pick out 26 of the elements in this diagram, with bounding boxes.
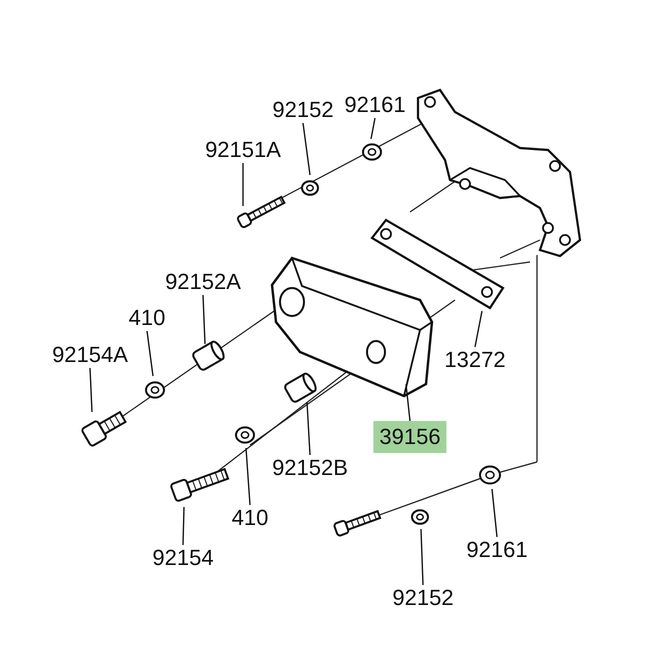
leader-line <box>491 488 498 538</box>
part-number: 92151A <box>203 137 283 163</box>
leader-line <box>182 506 185 546</box>
part-number: 410 <box>230 505 270 531</box>
highlighted-part-number: 39156 <box>373 421 447 453</box>
part-number: 92161 <box>342 92 408 118</box>
leader-line <box>242 163 244 206</box>
leader-line <box>89 368 93 412</box>
part-number: 13272 <box>442 347 508 373</box>
part-number: 92154 <box>150 545 216 571</box>
leader-line <box>245 448 251 506</box>
leader-line <box>146 330 154 376</box>
leader-line <box>405 384 411 422</box>
part-number: 92152 <box>390 585 456 611</box>
leader-line <box>202 294 206 344</box>
part-number: 92152B <box>270 455 350 481</box>
leader-line <box>302 122 311 176</box>
leader-line <box>370 118 376 140</box>
part-number: 92152A <box>163 269 243 295</box>
leader-line <box>420 528 424 586</box>
part-number: 92161 <box>464 537 530 563</box>
part-number: 92152 <box>270 97 336 123</box>
part-number: 410 <box>126 305 168 331</box>
leader-line <box>474 310 483 348</box>
leader-line <box>306 402 311 456</box>
part-number: 92154A <box>50 342 130 368</box>
